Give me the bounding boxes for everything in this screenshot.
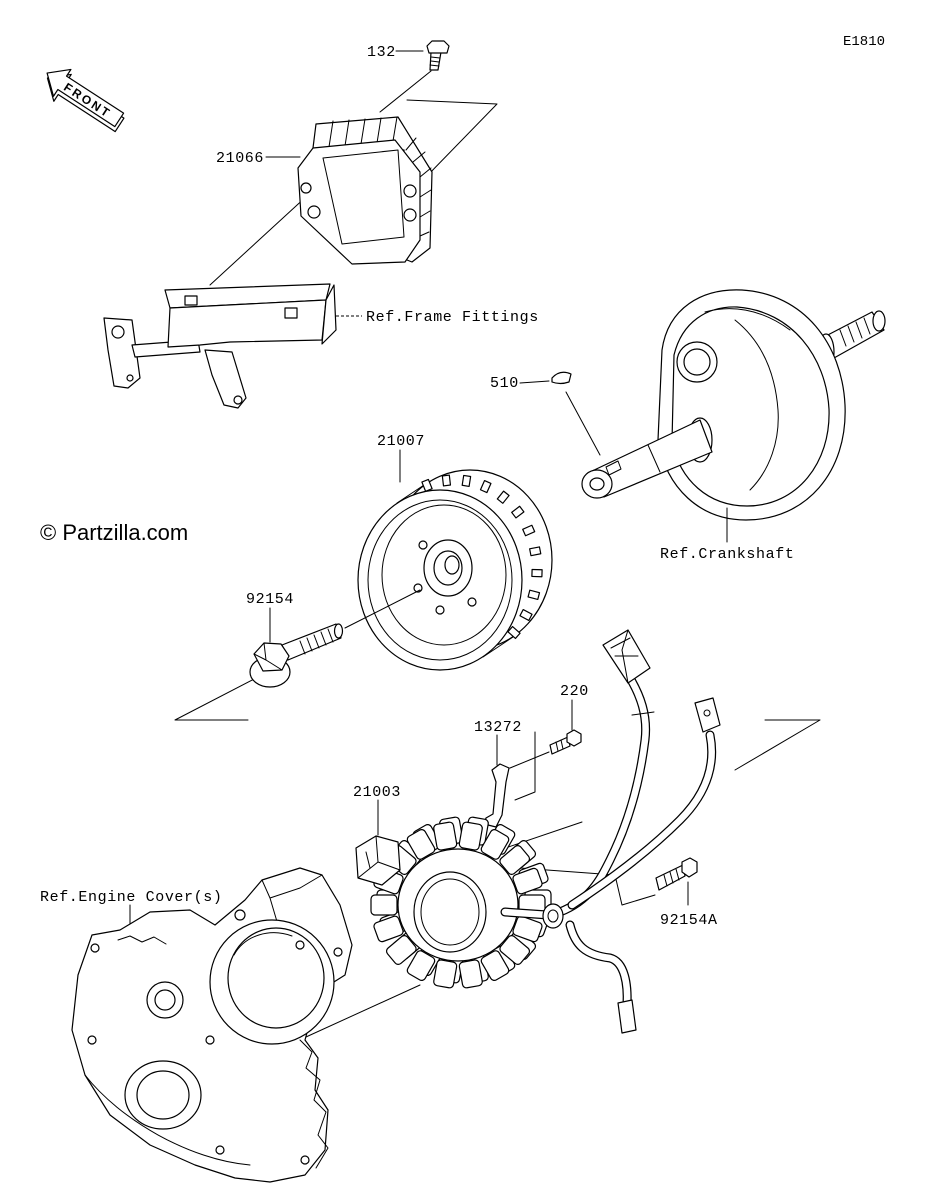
callout-220[interactable]: 220 xyxy=(560,683,589,700)
engine-cover-reference xyxy=(71,867,353,1183)
stator-coil xyxy=(480,950,510,981)
magnet-slot xyxy=(461,474,472,487)
stator-coil xyxy=(385,935,417,965)
ref-crankshaft-label: Ref.Crankshaft xyxy=(660,546,794,563)
construction-line xyxy=(294,984,421,1043)
stator-coil xyxy=(433,821,458,851)
stator-coil xyxy=(512,915,543,943)
magnet-slot xyxy=(519,608,533,622)
stator-coil xyxy=(370,894,398,916)
rotor-magnet-slots xyxy=(421,474,543,640)
harness-connector-lower xyxy=(617,999,637,1034)
front-direction-arrow-icon: FRONT xyxy=(46,68,125,133)
crankshaft-reference xyxy=(581,289,886,521)
frame-bracket-reference xyxy=(103,283,337,409)
watermark: © Partzilla.com xyxy=(40,520,188,545)
stator-coil xyxy=(406,829,436,860)
mounting-hole xyxy=(307,205,321,219)
rotor-21007 xyxy=(357,469,553,671)
bolt-132 xyxy=(426,40,450,71)
construction-line xyxy=(509,751,550,769)
magnet-slot xyxy=(507,625,521,640)
magnet-slot xyxy=(522,524,536,537)
stator-coil xyxy=(406,950,436,981)
callout-13272[interactable]: 13272 xyxy=(474,719,522,736)
callout-92154[interactable]: 92154 xyxy=(246,591,294,608)
leader-line xyxy=(519,380,550,384)
construction-line xyxy=(565,391,601,456)
magnet-slot xyxy=(527,589,541,601)
construction-line xyxy=(209,194,309,286)
stator-coil xyxy=(480,829,510,860)
stator-coil xyxy=(512,867,543,895)
stator-coil xyxy=(373,915,404,943)
callout-510[interactable]: 510 xyxy=(490,375,519,392)
woodruff-key-510 xyxy=(551,371,572,385)
magnet-slot xyxy=(441,474,452,487)
stator-coil xyxy=(499,845,531,875)
bolt-220 xyxy=(549,729,582,755)
magnet-slot xyxy=(529,546,542,557)
mounting-hole xyxy=(403,208,417,222)
magnet-slot xyxy=(479,480,492,494)
construction-line xyxy=(514,731,536,801)
ref-frame-fittings-label: Ref.Frame Fittings xyxy=(366,309,539,326)
clamp-13272 xyxy=(483,763,510,828)
stator-21003 xyxy=(355,816,552,989)
magnet-slot xyxy=(496,490,510,504)
harness-connector-terminal xyxy=(694,697,721,733)
callout-21003[interactable]: 21003 xyxy=(353,784,401,801)
magnet-slot xyxy=(531,568,543,578)
diagram-code: E1810 xyxy=(843,34,885,50)
stator-coil xyxy=(458,821,483,851)
stator-coil xyxy=(458,959,483,989)
callout-92154A[interactable]: 92154A xyxy=(660,912,718,929)
mounting-hole xyxy=(300,182,312,194)
regulator-21066 xyxy=(297,116,433,265)
bolt-92154A xyxy=(655,857,698,891)
callout-21066[interactable]: 21066 xyxy=(216,150,264,167)
construction-line xyxy=(406,99,498,179)
flange-bolt-92154 xyxy=(249,623,344,688)
magnet-slot xyxy=(511,505,525,519)
mounting-hole xyxy=(403,184,417,198)
callout-21007[interactable]: 21007 xyxy=(377,433,425,450)
wire-grommet xyxy=(542,903,564,929)
stator-coil xyxy=(433,959,458,989)
stator-coil xyxy=(499,935,531,965)
ref-engine-cover-label: Ref.Engine Cover(s) xyxy=(40,889,222,906)
magnet-slot xyxy=(421,478,433,492)
stator-wire-harness xyxy=(500,629,721,1034)
construction-line xyxy=(174,589,421,721)
construction-line xyxy=(734,719,821,771)
callout-132[interactable]: 132 xyxy=(367,44,396,61)
construction-line xyxy=(379,70,432,113)
